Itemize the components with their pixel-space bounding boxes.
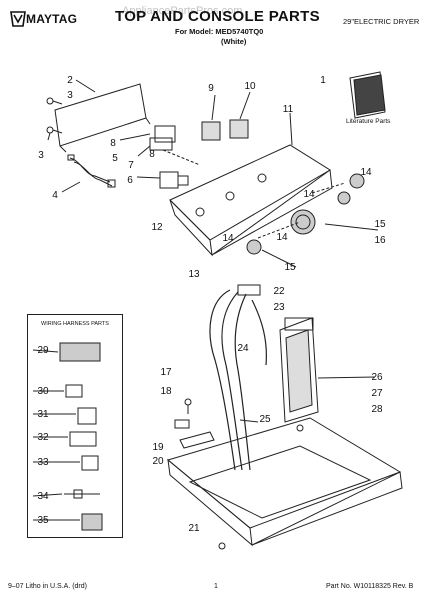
callout-22: 22 [273, 286, 285, 297]
callout-33: 33 [37, 457, 49, 468]
footer-part-number: Part No. W10118325 Rev. B [326, 583, 414, 590]
callout-34: 34 [37, 491, 49, 502]
wiring-harness-parts-box [27, 314, 123, 538]
callout-13: 13 [188, 269, 200, 280]
callout-8b: 8 [149, 149, 155, 160]
callout-19: 19 [152, 442, 164, 453]
callout-14d: 14 [222, 233, 234, 244]
callout-31: 31 [37, 409, 49, 420]
model-number: For Model: MED5740TQ0 [175, 27, 264, 36]
callout-3: 3 [67, 90, 73, 101]
callout-15b: 15 [284, 262, 296, 273]
callout-14c: 14 [276, 232, 288, 243]
callout-26: 26 [371, 372, 383, 383]
callout-24: 24 [237, 343, 249, 354]
callout-7: 7 [128, 160, 134, 171]
callout-12: 12 [151, 222, 163, 233]
callout-15a: 15 [374, 219, 386, 230]
callout-35: 35 [37, 515, 49, 526]
callout-14b: 14 [303, 189, 315, 200]
callout-30: 30 [37, 386, 49, 397]
callout-11: 11 [283, 104, 294, 115]
page-title: TOP AND CONSOLE PARTS [115, 8, 320, 25]
footer-litho: 9–07 Litho in U.S.A. (drd) [8, 583, 87, 590]
callout-6: 6 [127, 175, 133, 186]
maytag-logo [10, 10, 74, 30]
brand-name: MAYTAG [26, 12, 78, 26]
callout-29: 29 [37, 345, 49, 356]
callout-3b: 3 [38, 150, 44, 161]
callout-18: 18 [160, 386, 172, 397]
callout-10: 10 [244, 81, 256, 92]
callout-25: 25 [259, 414, 271, 425]
callout-28: 28 [371, 404, 383, 415]
footer-page-number: 1 [214, 583, 218, 590]
callout-14a: 14 [360, 167, 372, 178]
maytag-emblem-icon [10, 11, 26, 27]
callout-4: 4 [52, 190, 58, 201]
callout-8: 8 [110, 138, 116, 149]
callout-32: 32 [37, 432, 49, 443]
lint-screen [279, 317, 319, 423]
callout-27: 27 [371, 388, 383, 399]
literature-parts-label: Literature Parts [346, 118, 391, 125]
model-color: (White) [221, 37, 247, 46]
wiring-harness-parts-title: WIRING HARNESS PARTS [41, 321, 109, 327]
watermark: AppliancePartsPros.com [122, 5, 243, 17]
callout-5: 5 [112, 153, 118, 164]
callout-2: 2 [67, 75, 73, 86]
callout-16: 16 [374, 235, 386, 246]
callout-20: 20 [152, 456, 164, 467]
callout-21: 21 [188, 523, 200, 534]
dryer-type: 29"ELECTRIC DRYER [343, 17, 420, 26]
callout-9: 9 [208, 83, 214, 94]
callout-17: 17 [160, 367, 172, 378]
literature-booklet-icon [349, 71, 386, 119]
callout-23: 23 [273, 302, 285, 313]
callout-1: 1 [320, 75, 326, 86]
dryer-top-panel [166, 417, 402, 529]
